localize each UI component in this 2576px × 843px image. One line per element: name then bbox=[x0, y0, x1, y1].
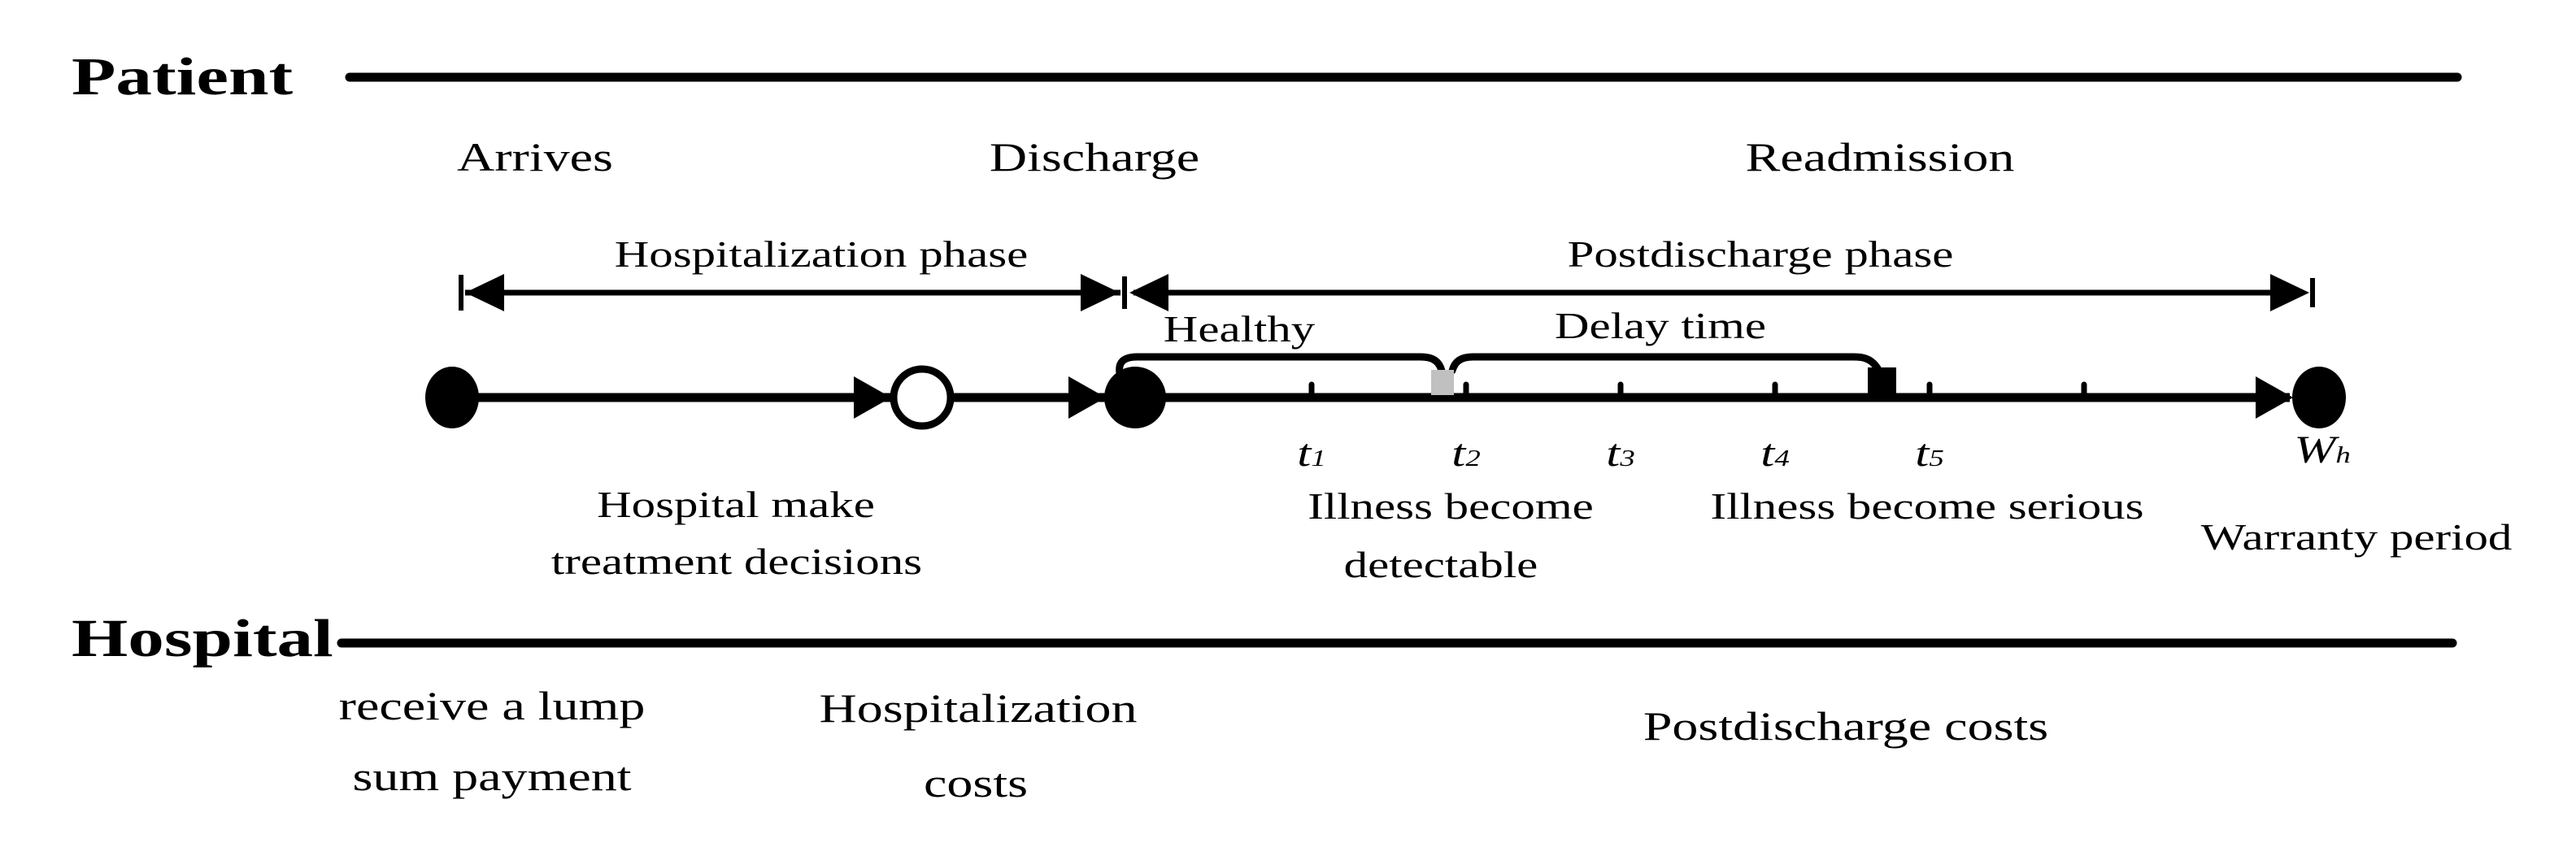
lump-sum-caption-line1: receive a lump bbox=[338, 683, 646, 728]
arrowhead-right-icon bbox=[2270, 274, 2309, 311]
warranty-end-label: Wh bbox=[2294, 431, 2351, 470]
warranty-end-node bbox=[2292, 367, 2346, 428]
illness-detectable-marker bbox=[1431, 370, 1454, 395]
treatment-decision-caption-line2: treatment decisions bbox=[550, 541, 923, 582]
event-arrives-label: Arrives bbox=[457, 134, 613, 180]
event-readmission-label: Readmission bbox=[1745, 134, 2015, 180]
healthy-interval-label: Healthy bbox=[1163, 308, 1316, 350]
tick-label-t3: t3 bbox=[1606, 434, 1635, 473]
postdischarge-phase-label: Postdischarge phase bbox=[1567, 233, 1954, 275]
hospitalization-phase-label: Hospitalization phase bbox=[614, 233, 1029, 275]
arrowhead-left-icon bbox=[1129, 274, 1168, 311]
tick-subscript: 4 bbox=[1774, 445, 1790, 471]
illness-serious-marker bbox=[1868, 367, 1896, 397]
end-label-base: W bbox=[2294, 428, 2336, 471]
timeline-ticks bbox=[1308, 381, 2087, 398]
timeline-arrowhead-icon bbox=[2256, 376, 2293, 419]
patient-lane-title: Patient bbox=[72, 47, 294, 106]
tick-label-t2: t2 bbox=[1451, 434, 1481, 473]
illness-detectable-caption-line1: Illness become bbox=[1308, 485, 1594, 527]
timeline-arrowhead-icon bbox=[854, 376, 891, 419]
discharge-node bbox=[1104, 367, 1166, 428]
treatment-decision-node bbox=[890, 365, 955, 430]
arrival-node bbox=[425, 367, 479, 428]
hospitalization-phase-arrow bbox=[459, 274, 1120, 311]
tick-subscript: 5 bbox=[1929, 445, 1944, 471]
lump-sum-caption-line2: sum payment bbox=[352, 754, 632, 799]
postdischarge-costs-caption: Postdischarge costs bbox=[1643, 703, 2049, 749]
treatment-decision-caption-line1: Hospital make bbox=[597, 484, 875, 525]
postdischarge-phase-arrow bbox=[1129, 274, 2315, 311]
illness-serious-caption: Illness become serious bbox=[1710, 485, 2144, 527]
arrowhead-right-icon bbox=[1081, 274, 1120, 311]
hospitalization-costs-caption-line2: costs bbox=[924, 760, 1028, 806]
tick-label-t5: t5 bbox=[1915, 434, 1944, 473]
tick-subscript: 1 bbox=[1311, 445, 1326, 471]
tick-base: t bbox=[1297, 432, 1312, 475]
end-label-subscript: h bbox=[2335, 442, 2351, 468]
hospital-lane-title: Hospital bbox=[72, 609, 333, 668]
tick-base: t bbox=[1915, 432, 1930, 475]
tick-label-t1: t1 bbox=[1297, 434, 1326, 473]
hospitalization-costs-caption-line1: Hospitalization bbox=[819, 685, 1138, 731]
healthy-bracket bbox=[1116, 353, 1446, 377]
timeline-arrowhead-icon bbox=[1068, 376, 1106, 419]
warranty-period-caption: Warranty period bbox=[2200, 516, 2513, 558]
delay-time-interval-label: Delay time bbox=[1555, 305, 1766, 346]
illness-detectable-caption-line2: detectable bbox=[1343, 544, 1538, 585]
delay-time-bracket bbox=[1448, 353, 1882, 375]
tick-base: t bbox=[1451, 432, 1466, 475]
tick-subscript: 3 bbox=[1620, 445, 1635, 471]
tick-base: t bbox=[1606, 432, 1621, 475]
arrowhead-left-icon bbox=[465, 274, 504, 311]
tick-subscript: 2 bbox=[1465, 445, 1481, 471]
event-discharge-label: Discharge bbox=[989, 134, 1200, 180]
tick-base: t bbox=[1760, 432, 1775, 475]
tick-label-t4: t4 bbox=[1760, 434, 1790, 473]
